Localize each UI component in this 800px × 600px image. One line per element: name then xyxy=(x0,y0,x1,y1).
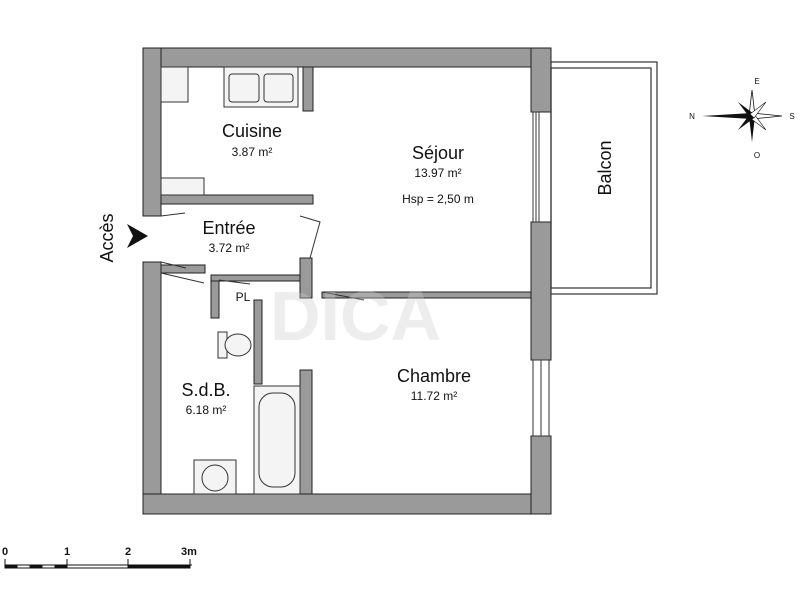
door-sdb xyxy=(160,272,205,284)
balcony-label: Balcon xyxy=(595,140,615,195)
toilet-bowl xyxy=(224,333,252,357)
wall-right-top xyxy=(530,47,552,113)
scale-tick-3: 3m xyxy=(181,546,197,558)
kitchen-fixtures xyxy=(160,66,299,196)
room-area-sejour: 13.97 m² xyxy=(414,166,461,180)
walls xyxy=(142,47,552,515)
wall-right-middle xyxy=(530,221,552,361)
door-sejour xyxy=(299,215,321,259)
wall-kitchen-bottom xyxy=(160,194,314,205)
room-name-sdb: S.d.B. xyxy=(181,380,230,400)
compass-n: N xyxy=(689,112,695,121)
access-label: Accès xyxy=(97,213,117,262)
balcony-inner xyxy=(550,67,652,289)
wall-entree-bottom xyxy=(160,264,206,274)
compass-e: E xyxy=(754,77,759,86)
door-wc xyxy=(218,279,251,285)
washbasin-bowl xyxy=(201,464,229,492)
room-area-cuisine: 3.87 m² xyxy=(232,145,273,159)
scale-tick-2: 2 xyxy=(125,546,131,558)
wall-sdb-vertical xyxy=(253,299,263,385)
room-name-chambre: Chambre xyxy=(397,366,471,386)
room-area-chambre: 11.72 m² xyxy=(411,389,457,403)
stove xyxy=(160,177,205,196)
compass-rose-icon xyxy=(702,89,783,142)
wall-top xyxy=(142,47,552,68)
scale-tick-1: 1 xyxy=(64,546,70,558)
wall-wc-left xyxy=(210,277,220,319)
wall-sejour-chambre-stub xyxy=(299,257,313,299)
room-name-cuisine: Cuisine xyxy=(222,121,282,141)
compass-s: S xyxy=(789,112,794,121)
wall-left-upper xyxy=(142,47,162,217)
watermark: DICA xyxy=(270,277,441,355)
fridge xyxy=(160,66,189,103)
scale-tick-0: 0 xyxy=(2,546,8,558)
wall-kitchen-sejour xyxy=(302,66,314,112)
scale-bar xyxy=(4,559,192,569)
wall-bottom xyxy=(142,493,552,515)
wall-sejour-chambre xyxy=(321,291,532,299)
wall-left-lower xyxy=(142,261,162,515)
wall-chambre-left xyxy=(299,369,313,495)
door-chambre xyxy=(321,291,365,301)
compass-o: O xyxy=(754,151,760,160)
windows xyxy=(532,111,550,437)
room-area-sdb: 6.18 m² xyxy=(186,403,227,417)
wall-right-bottom xyxy=(530,435,552,515)
room-name-entree: Entrée xyxy=(202,218,255,238)
access-arrow-icon xyxy=(127,224,148,248)
bathroom-fixtures xyxy=(193,331,301,495)
room-height-sejour: Hsp = 2,50 m xyxy=(402,192,474,206)
balcony xyxy=(550,61,658,295)
doors xyxy=(160,212,365,301)
room-area-entree: 3.72 m² xyxy=(209,241,250,255)
door-entree xyxy=(160,212,187,269)
bathtub-inner xyxy=(258,392,296,488)
sink-bowl-right xyxy=(263,73,294,103)
sink-bowl-left xyxy=(228,73,260,103)
room-name-wc: PL xyxy=(236,290,251,304)
room-name-sejour: Séjour xyxy=(412,143,464,163)
